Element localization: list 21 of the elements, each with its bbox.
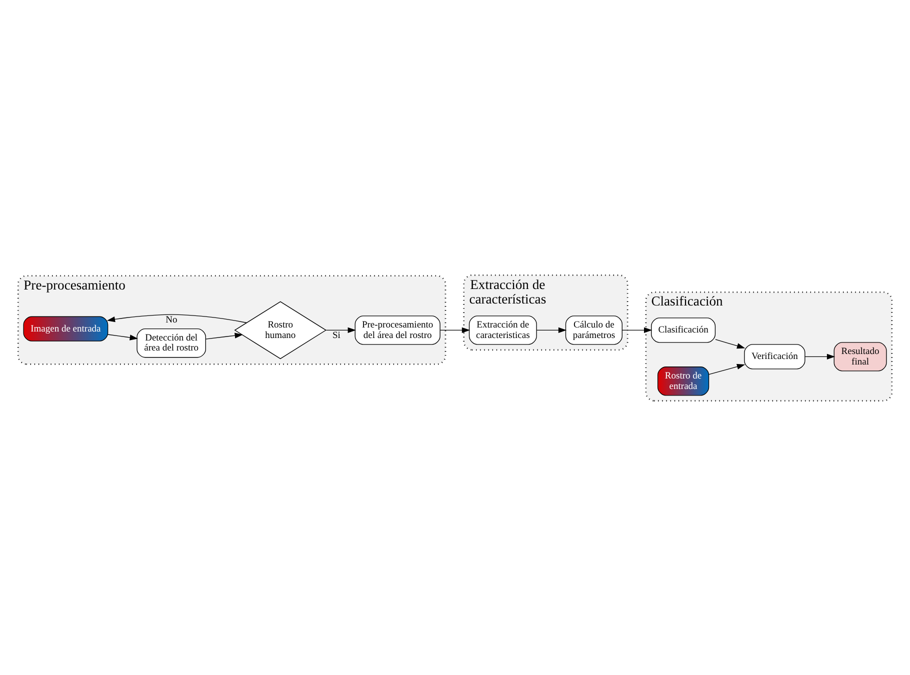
arrow (326, 326, 356, 333)
arrow (622, 326, 652, 333)
arrow (106, 314, 247, 323)
arrow (715, 338, 746, 348)
node-box: Cálculo de parámetros (565, 315, 622, 344)
edge-label: No (166, 314, 178, 325)
node-box: Pre-procesamiento del área del rostro (354, 315, 440, 344)
node-box: Clasificación (651, 317, 716, 342)
arrow (205, 332, 243, 339)
node-box: Resultado final (834, 342, 887, 371)
edge-label: Si (332, 330, 340, 340)
node-box: Detección del área del rostro (136, 328, 206, 358)
node-box: Imagen de entrada (23, 316, 108, 341)
arrow (804, 353, 836, 360)
node-box: Verificación (744, 344, 806, 369)
node-box: Extracción de caracteristicas (468, 315, 537, 344)
arrow (536, 326, 567, 333)
arrow (708, 363, 746, 374)
node-box: Rostro de entrada (657, 366, 710, 396)
arrow (440, 326, 470, 333)
arrow (108, 334, 138, 340)
